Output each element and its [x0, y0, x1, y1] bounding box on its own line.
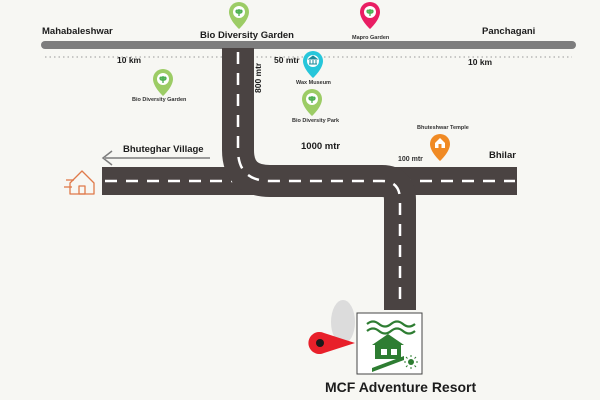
distance-right-top: 10 km — [468, 57, 493, 67]
leaf-icon — [153, 69, 173, 96]
distance-left-top: 10 km — [117, 55, 142, 65]
temple-icon — [430, 134, 450, 161]
house-outline-icon — [64, 170, 95, 195]
leaf-icon — [302, 89, 322, 116]
distance-1000-mtr: 1000 mtr — [301, 141, 341, 152]
poi-bio-diversity-garden-top: Bio Diversity Garden — [200, 30, 294, 41]
distance-800-mtr: 800 mtr — [253, 62, 263, 93]
poi-bio-diversity-garden-left: Bio Diversity Garden — [132, 97, 187, 103]
resort-name: MCF Adventure Resort — [325, 379, 477, 395]
place-bhilar: Bhilar — [489, 150, 516, 161]
place-mahabaleshwar: Mahabaleshwar — [42, 26, 113, 37]
distance-to-wax-museum: 50 mtr — [274, 55, 300, 65]
place-panchagani: Panchagani — [482, 26, 536, 37]
distance-to-temple: 100 mtr — [398, 156, 423, 163]
resort-logo — [356, 312, 423, 375]
location-pin-icon — [308, 332, 355, 354]
leaf-icon — [229, 2, 249, 29]
poi-wax-museum: Wax Museum — [296, 80, 331, 86]
museum-icon — [303, 51, 323, 78]
place-bhuteghar-village: Bhuteghar Village — [123, 144, 204, 155]
arrow-left-icon — [101, 150, 210, 166]
poi-bio-diversity-park: Bio Diversity Park — [292, 118, 340, 124]
poi-bhuteshwar-temple: Bhuteshwar Temple — [417, 125, 469, 131]
leaf-icon — [360, 2, 380, 29]
poi-mapro-garden: Mapro Garden — [352, 35, 390, 41]
resort-shadow — [331, 300, 355, 344]
